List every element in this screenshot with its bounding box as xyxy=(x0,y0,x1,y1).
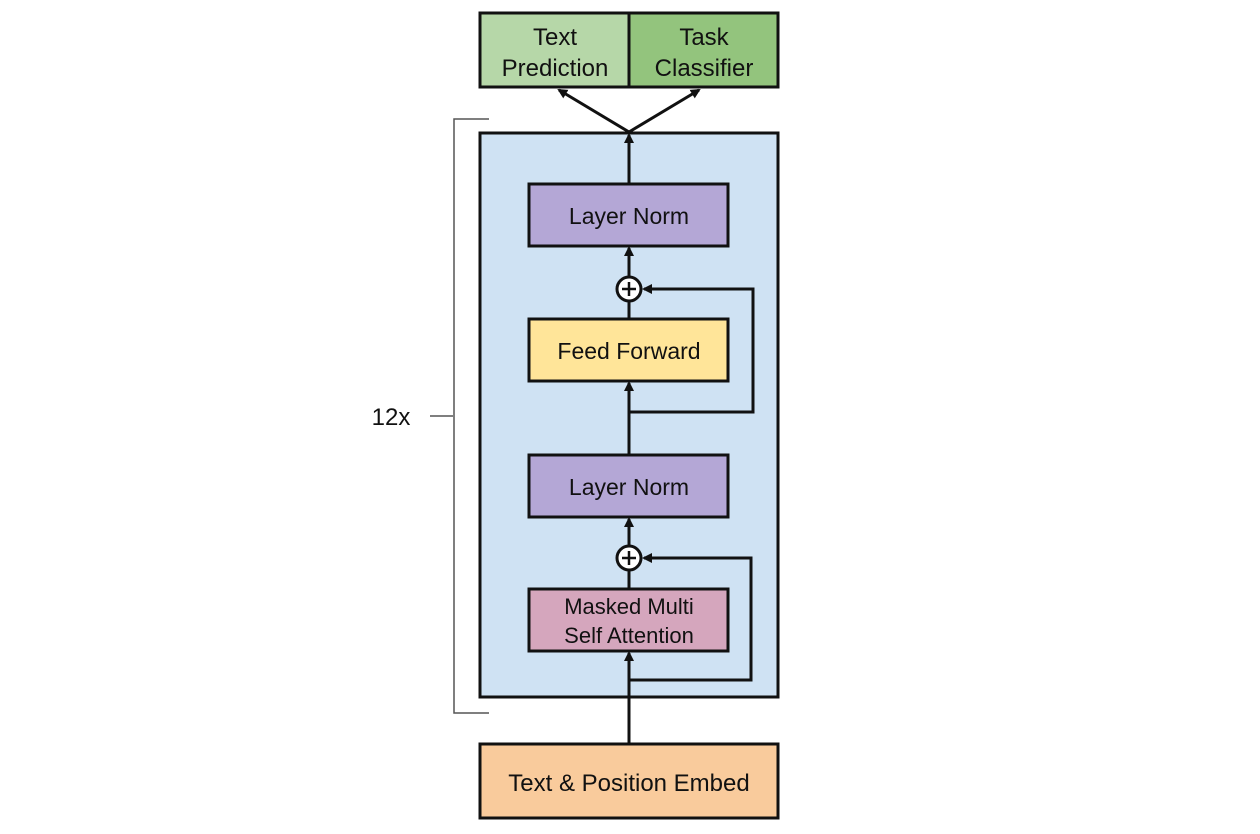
layer-norm-bottom-box: Layer Norm xyxy=(527,453,730,519)
text-prediction-label-line1: Text xyxy=(533,24,577,51)
text-prediction-label-line2: Prediction xyxy=(502,55,609,82)
add-circle-icon xyxy=(615,544,643,572)
attention-label-line2: Self Attention xyxy=(564,623,694,648)
feed-forward-box: Feed Forward xyxy=(527,317,730,383)
layer-norm-top-box: Layer Norm xyxy=(527,182,730,248)
masked-self-attention-box: Masked Multi Self Attention xyxy=(527,587,730,653)
arrow-to-text-prediction xyxy=(557,88,630,134)
residual-connection-attention xyxy=(629,553,753,682)
repeat-bracket xyxy=(430,118,489,714)
task-classifier-label-line1: Task xyxy=(679,24,729,51)
task-classifier-box: Task Classifier xyxy=(627,11,780,89)
layer-norm-bottom-label: Layer Norm xyxy=(569,474,689,500)
embed-label: Text & Position Embed xyxy=(508,770,749,797)
residual-connection-ff xyxy=(629,284,755,414)
arrow-to-task-classifier xyxy=(628,88,701,134)
attention-label-line1: Masked Multi xyxy=(564,594,694,619)
text-position-embed-box: Text & Position Embed xyxy=(478,742,780,820)
feed-forward-label: Feed Forward xyxy=(557,338,700,364)
text-prediction-box: Text Prediction xyxy=(478,11,631,89)
add-circle-icon xyxy=(615,275,643,303)
task-classifier-label-line2: Classifier xyxy=(655,55,754,82)
repeat-label: 12x xyxy=(372,404,411,431)
layer-norm-top-label: Layer Norm xyxy=(569,203,689,229)
